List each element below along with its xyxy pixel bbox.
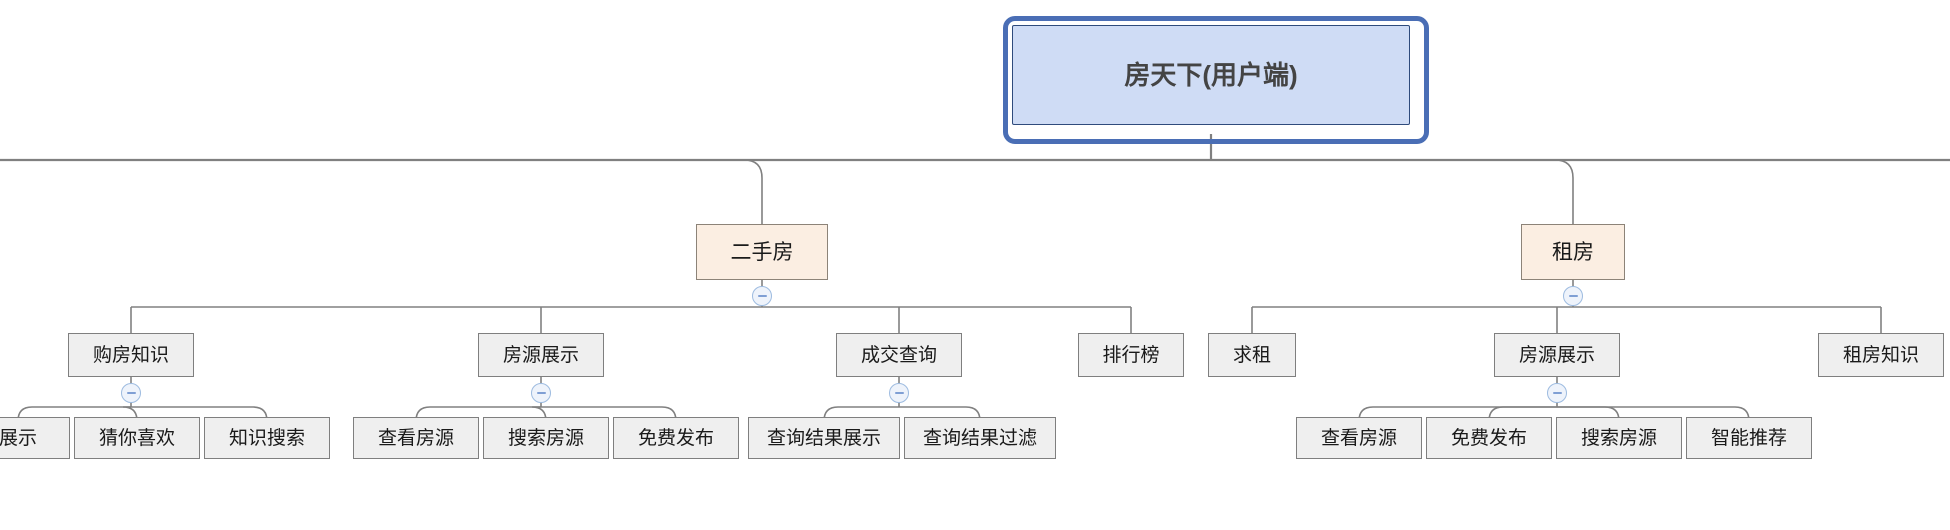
node-zufang[interactable]: 租房 (1521, 224, 1625, 280)
node-label: 查询结果过滤 (922, 427, 1037, 449)
minus-icon (757, 295, 767, 297)
node-fangyuan_l[interactable]: 房源展示 (478, 333, 604, 377)
collapse-toggle-icon[interactable] (889, 383, 909, 403)
node-cxjgzhanshi[interactable]: 查询结果展示 (748, 417, 900, 459)
node-zhinengtuijian[interactable]: 智能推荐 (1686, 417, 1812, 459)
node-cxjgguolv[interactable]: 查询结果过滤 (904, 417, 1056, 459)
node-label: 免费发布 (637, 427, 714, 449)
node-label: 搜索房源 (1580, 427, 1657, 449)
node-label: 查看房源 (377, 427, 454, 449)
minus-icon (894, 392, 904, 394)
node-qiuzu[interactable]: 求租 (1208, 333, 1296, 377)
node-chakanfy_l[interactable]: 查看房源 (353, 417, 479, 459)
node-label: 求租 (1232, 344, 1271, 366)
node-label: 购房知识 (92, 344, 169, 366)
node-sousuofy_r[interactable]: 搜索房源 (1556, 417, 1682, 459)
node-label: 二手房 (730, 240, 794, 264)
collapse-toggle-icon[interactable] (1547, 383, 1567, 403)
node-chengjiao[interactable]: 成交查询 (836, 333, 962, 377)
node-label: 租房 (1552, 240, 1594, 264)
root-node[interactable]: 房天下(用户端) (1012, 25, 1410, 125)
node-chakanfy_r[interactable]: 查看房源 (1296, 417, 1422, 459)
node-label: 智能推荐 (1710, 427, 1787, 449)
node-zufangzhishi[interactable]: 租房知识 (1818, 333, 1944, 377)
node-label: 房源展示 (502, 344, 579, 366)
collapse-toggle-icon[interactable] (1563, 286, 1583, 306)
node-goufangzhishi[interactable]: 购房知识 (68, 333, 194, 377)
node-label: 排行榜 (1102, 344, 1160, 366)
node-label: 猜你喜欢 (98, 427, 175, 449)
node-label: 知识搜索 (228, 427, 305, 449)
minus-icon (1552, 392, 1562, 394)
node-label: 成交查询 (860, 344, 937, 366)
minus-icon (126, 392, 136, 394)
node-label: 租房知识 (1842, 344, 1919, 366)
node-label: 房源展示 (1518, 344, 1595, 366)
minus-icon (536, 392, 546, 394)
node-paihangbang[interactable]: 排行榜 (1078, 333, 1184, 377)
collapse-toggle-icon[interactable] (752, 286, 772, 306)
connector-line (743, 159, 763, 224)
minus-icon (1568, 295, 1578, 297)
node-label: 搜索房源 (507, 427, 584, 449)
node-label: 展示 (0, 427, 37, 449)
node-label: 查看房源 (1320, 427, 1397, 449)
node-label: 查询结果展示 (766, 427, 881, 449)
connector-line (1554, 159, 1574, 224)
node-zhishisousuo[interactable]: 知识搜索 (204, 417, 330, 459)
node-mianfeifabu_r[interactable]: 免费发布 (1426, 417, 1552, 459)
node-ershoufang[interactable]: 二手房 (696, 224, 828, 280)
node-fangyuan_r[interactable]: 房源展示 (1494, 333, 1620, 377)
collapse-toggle-icon[interactable] (531, 383, 551, 403)
node-caiNiXihuan[interactable]: 猜你喜欢 (74, 417, 200, 459)
node-label: 免费发布 (1450, 427, 1527, 449)
collapse-toggle-icon[interactable] (121, 383, 141, 403)
node-zhishizhanshi[interactable]: 展示 (0, 417, 70, 459)
node-label: 房天下(用户端) (1124, 60, 1298, 90)
root-node-highlight-ring (1003, 16, 1429, 144)
node-mianfeifabu_l[interactable]: 免费发布 (613, 417, 739, 459)
node-sousuofy_l[interactable]: 搜索房源 (483, 417, 609, 459)
